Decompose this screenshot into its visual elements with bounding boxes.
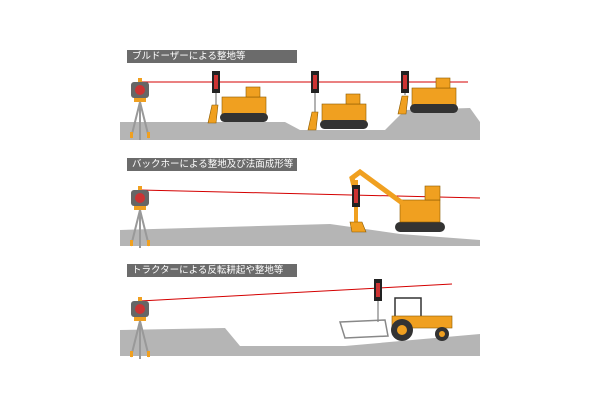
laser-beam [139, 189, 481, 199]
rotating-laser-tripod [129, 185, 151, 249]
panel-bulldozer [120, 71, 480, 141]
panel-backhoe [120, 168, 481, 249]
ground [120, 108, 480, 140]
tractor [338, 279, 453, 341]
laser-beam [139, 283, 453, 302]
panel-title: バックホーによる整地及び法面成形等 [127, 158, 297, 171]
panel-title: トラクターによる反転耕起や整地等 [127, 264, 297, 277]
backhoe [349, 168, 445, 233]
ground [120, 328, 480, 356]
laser-receiver [352, 185, 360, 207]
laser-receiver [401, 71, 409, 93]
ground [120, 224, 480, 246]
rotating-laser-tripod [129, 77, 151, 141]
rotating-laser-tripod [129, 296, 151, 360]
panel-title: ブルドーザーによる整地等 [127, 50, 297, 63]
laser-receiver [311, 71, 319, 93]
laser-receiver [212, 71, 220, 93]
bulldozer [307, 93, 369, 131]
panel-tractor [120, 279, 480, 360]
laser-receiver [374, 279, 382, 301]
